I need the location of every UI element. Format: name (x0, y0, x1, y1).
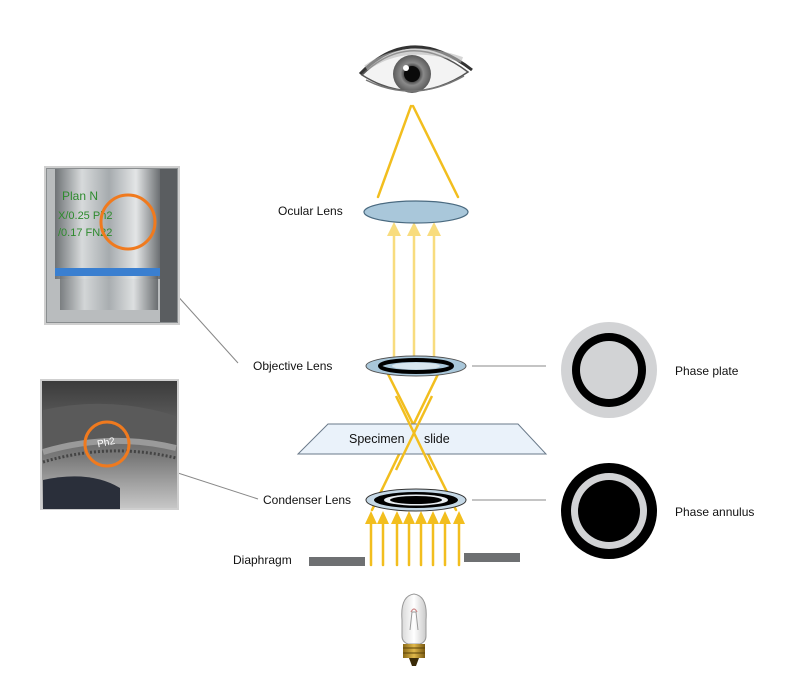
label-phase-plate: Phase plate (675, 364, 739, 378)
label-specimen: Specimen (349, 432, 405, 446)
objective-engraving-line3: /0.17 FN22 (58, 227, 112, 239)
pale-arrowhead-3 (427, 222, 441, 236)
specimen-slide (296, 423, 548, 455)
label-diaphragm: Diaphragm (233, 553, 292, 567)
diaphragm-left (309, 557, 365, 566)
ray-to-eye-left (376, 104, 413, 199)
pale-arrowhead-2 (407, 222, 421, 236)
objective-engraving-line1: Plan N (62, 189, 98, 203)
highlight-circle (99, 193, 157, 251)
condenser-marking: Ph2 (96, 436, 116, 451)
eye-icon (358, 45, 473, 93)
label-phase-annulus: Phase annulus (675, 505, 754, 519)
label-condenser-lens: Condenser Lens (263, 493, 351, 507)
label-slide: slide (424, 432, 450, 446)
input-rays (365, 511, 465, 567)
ocular-lens (363, 200, 469, 224)
cross-ray-2-over (394, 395, 434, 471)
objective-engraving-line2: X/0.25 Ph2 (58, 210, 112, 222)
objective-photo: Plan N X/0.25 Ph2 /0.17 FN22 (44, 166, 180, 325)
objective-lens (365, 355, 467, 377)
light-bulb-icon (401, 593, 427, 666)
diaphragm-right (464, 553, 520, 562)
pale-arrowhead-1 (387, 222, 401, 236)
label-ocular-lens: Ocular Lens (278, 204, 343, 218)
phase-annulus-icon (561, 463, 657, 559)
ray-to-eye-right (411, 104, 460, 199)
highlight-circle-condenser (83, 420, 131, 468)
label-objective-lens: Objective Lens (253, 359, 332, 373)
condenser-photo: Ph2 (40, 379, 179, 510)
condenser-lens (365, 488, 467, 512)
phase-plate-icon (561, 322, 657, 418)
